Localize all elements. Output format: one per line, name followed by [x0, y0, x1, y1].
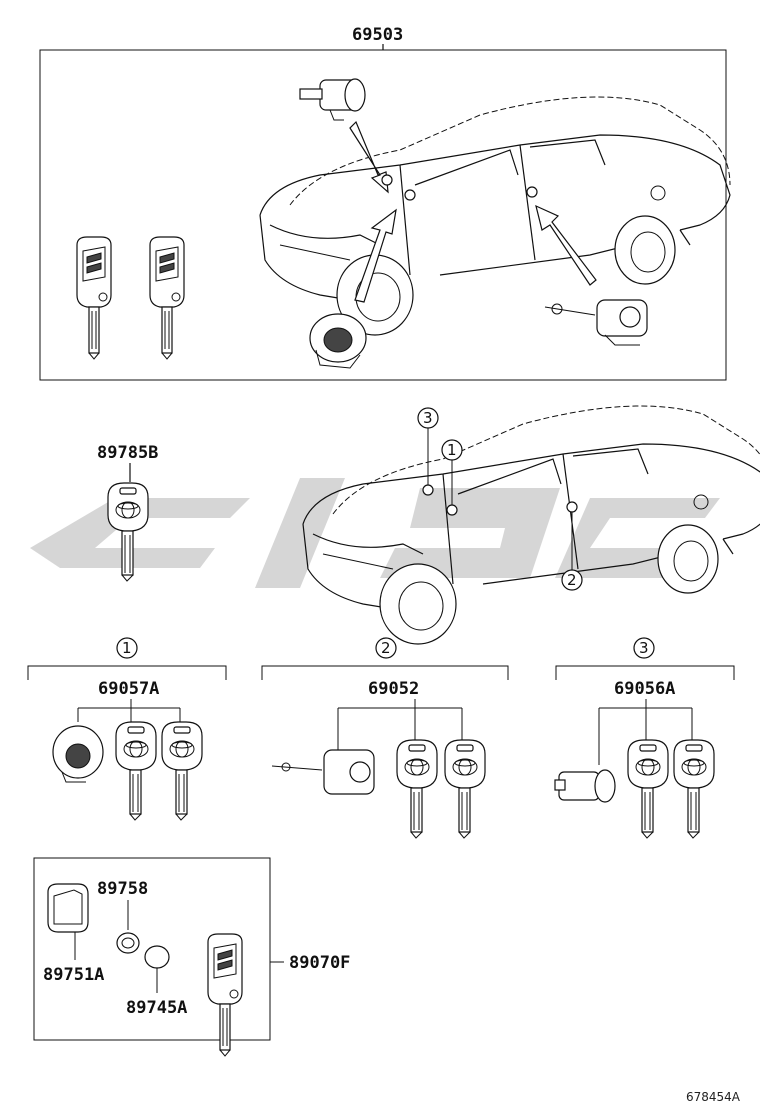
diagram-id: 678454A [686, 1090, 741, 1104]
ignition-cylinder-icon [309, 313, 367, 369]
set-2-group: 2 69052 [261, 637, 509, 839]
watermark-shape-g [380, 488, 560, 578]
luggage-cylinder-icon [299, 78, 366, 121]
part-number-89751A[interactable]: 89751A [43, 965, 104, 985]
door-cylinder-icon [544, 299, 648, 346]
cylinder-set-box [39, 49, 727, 381]
watermark-shape-c [30, 498, 250, 568]
set-1-callout: 1 [122, 639, 132, 657]
remote-key-assy-icon [207, 933, 243, 1057]
cylinder-set-group: 69503 [39, 25, 731, 381]
arrow-door [535, 204, 597, 286]
key-set2-icon-1 [396, 739, 438, 839]
set-2-callout: 2 [381, 639, 391, 657]
part-number-89745A[interactable]: 89745A [126, 998, 187, 1018]
part-number-69056A[interactable]: 69056A [614, 679, 675, 699]
part-number-69057A[interactable]: 69057A [98, 679, 159, 699]
remote-key-assy-box [33, 857, 271, 1041]
remote-key-icon-1 [76, 236, 112, 360]
callout-1-car: 1 [447, 441, 457, 459]
set-3-callout: 3 [639, 639, 649, 657]
battery-icon [144, 945, 170, 993]
key-set1-icon-1 [115, 721, 157, 821]
part-number-89785B[interactable]: 89785B [97, 443, 158, 463]
arrow-ignition [354, 208, 397, 303]
part-number-69052[interactable]: 69052 [368, 679, 419, 699]
car-illustration [259, 96, 731, 336]
callout-3-car: 3 [423, 409, 433, 427]
key-set3-icon-1 [627, 739, 669, 839]
key-set3-icon-2 [673, 739, 715, 839]
remote-key-assy-group: 89751A 89758 89745A 89070F [33, 857, 350, 1057]
ignition-cylinder-set1-icon [52, 725, 104, 783]
transponder-key-group: 89785B [97, 443, 158, 582]
key-case-icon [47, 883, 89, 933]
callout-2-car: 2 [567, 571, 577, 589]
key-set2-icon-2 [444, 739, 486, 839]
set-3-group: 3 69056A [554, 637, 735, 839]
set-1-group: 1 69057A [27, 637, 227, 821]
part-number-89070F[interactable]: 89070F [289, 953, 350, 973]
key-set1-icon-2 [161, 721, 203, 821]
door-cylinder-set2-icon [271, 749, 375, 795]
part-number-69503[interactable]: 69503 [352, 25, 403, 45]
luggage-cylinder-set3-icon [554, 769, 616, 803]
battery-cover-icon [116, 932, 140, 954]
watermark-shape-slash [255, 478, 345, 588]
callout-car-group: 3 1 2 [302, 405, 760, 645]
part-number-89758[interactable]: 89758 [97, 879, 148, 899]
remote-key-icon-2 [149, 236, 185, 360]
